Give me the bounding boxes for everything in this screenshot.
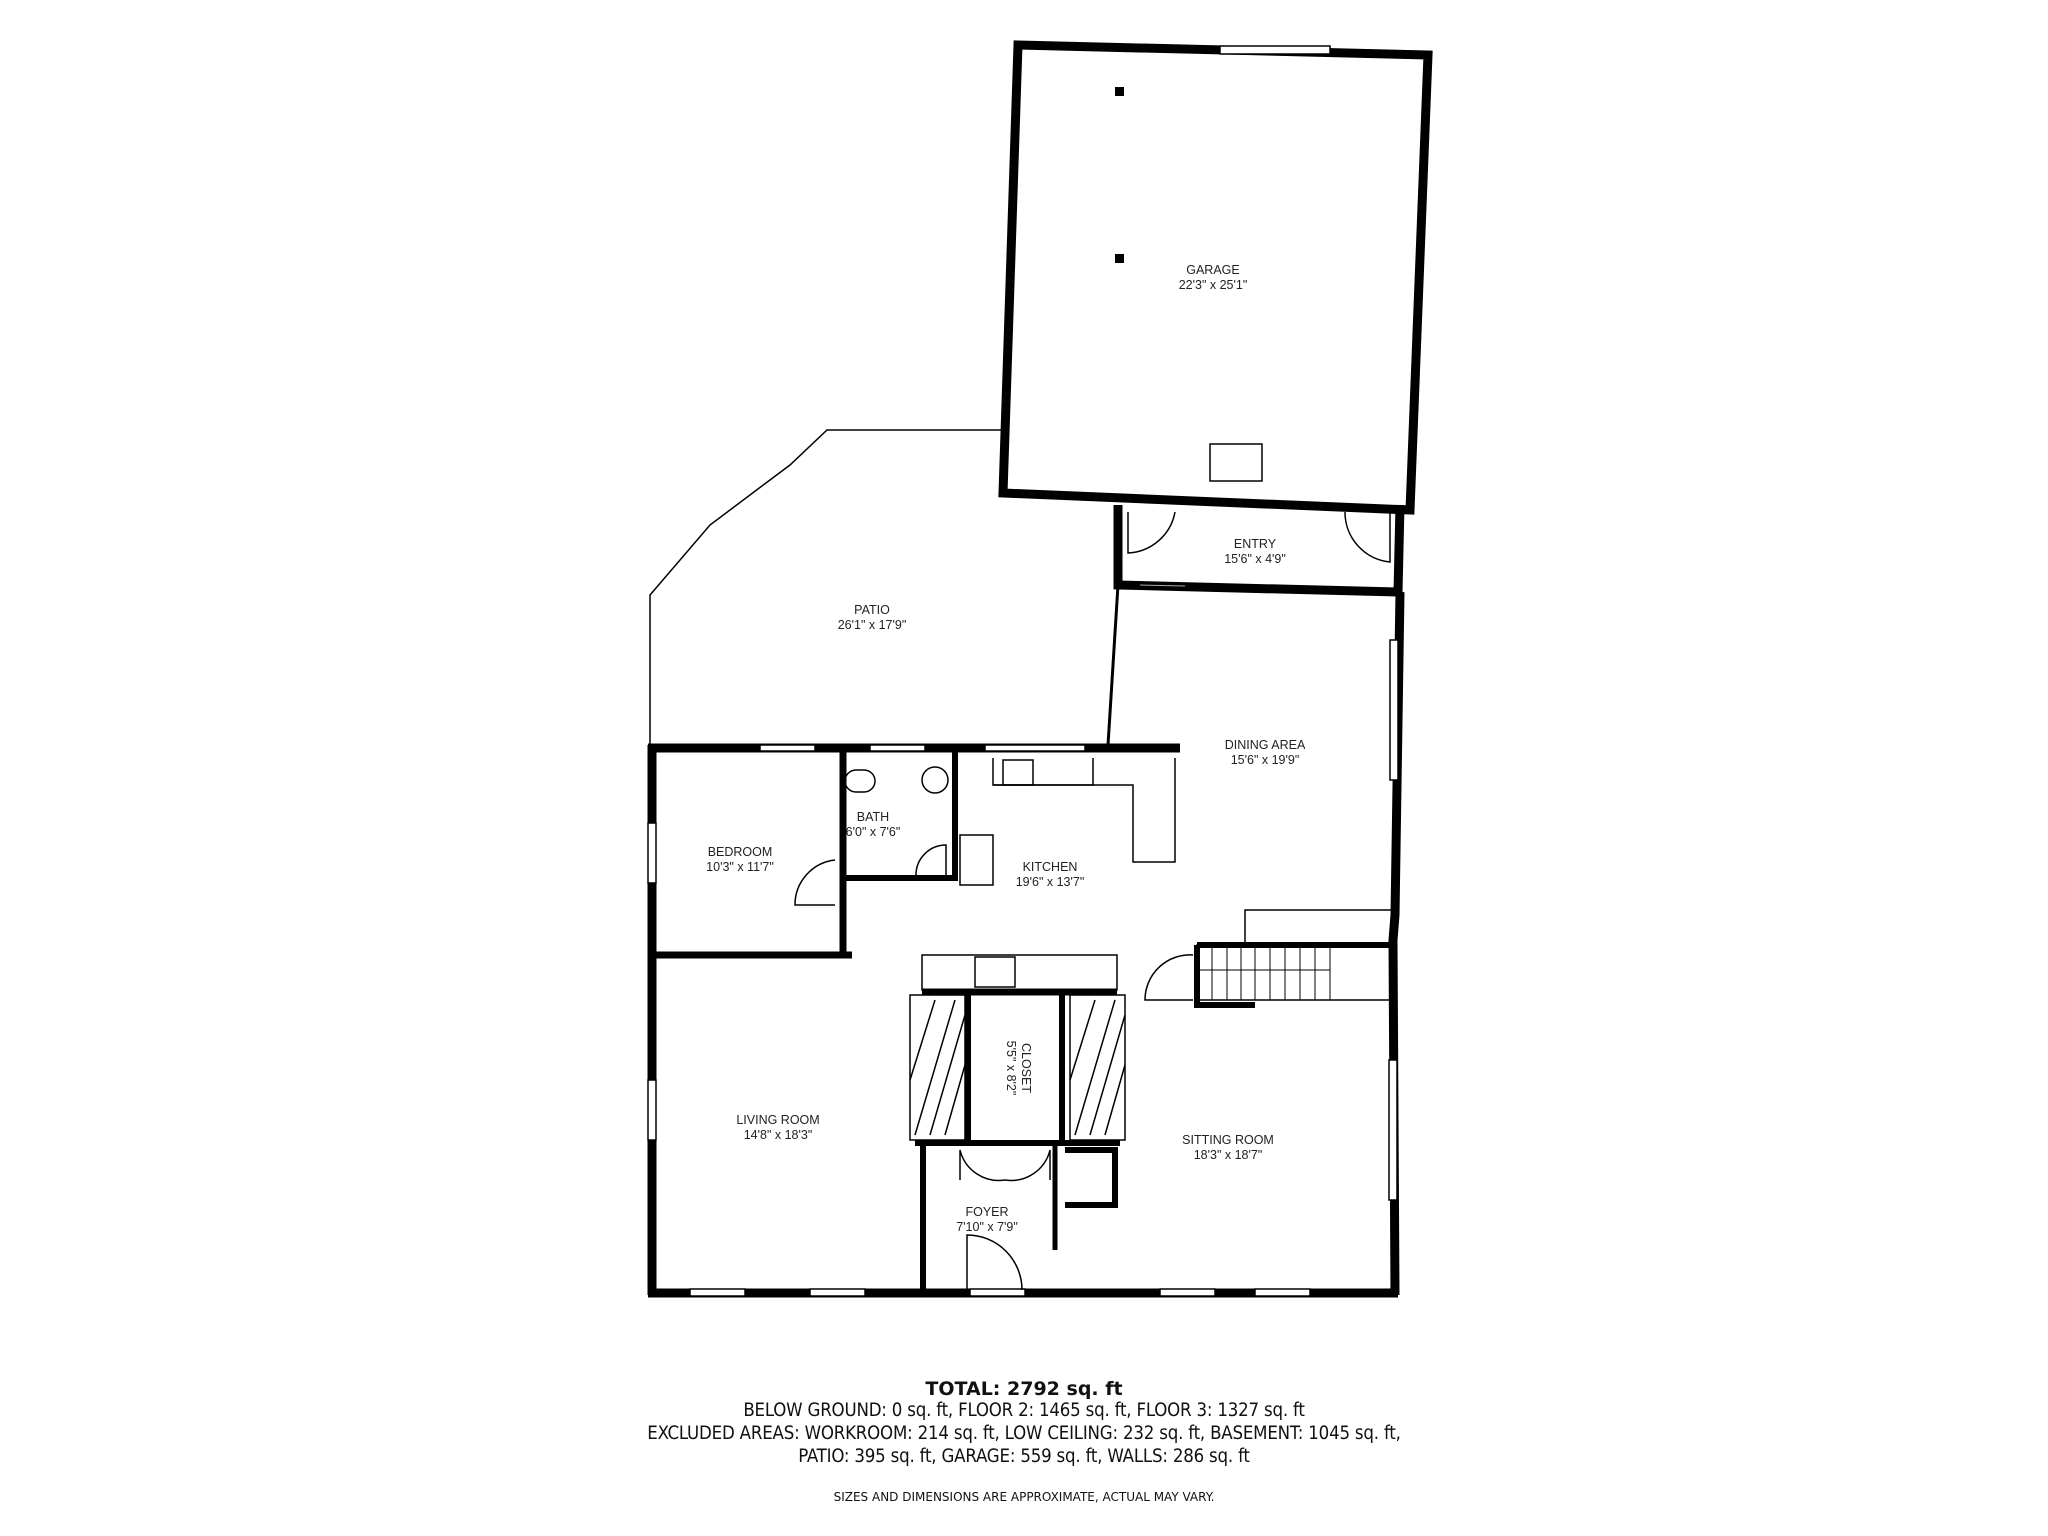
patio-outline [649,429,1005,745]
excluded-areas-continued: PATIO: 395 sq. ft, GARAGE: 559 sq. ft, W… [798,1446,1250,1467]
total-area: TOTAL: 2792 sq. ft [925,1378,1123,1400]
floor-breakdown: BELOW GROUND: 0 sq. ft, FLOOR 2: 1465 sq… [743,1400,1305,1421]
floor-plan-drawing [647,40,1433,1298]
disclaimer: SIZES AND DIMENSIONS ARE APPROXIMATE, AC… [833,1490,1215,1504]
excluded-areas: EXCLUDED AREAS: WORKROOM: 214 sq. ft, LO… [647,1423,1401,1444]
